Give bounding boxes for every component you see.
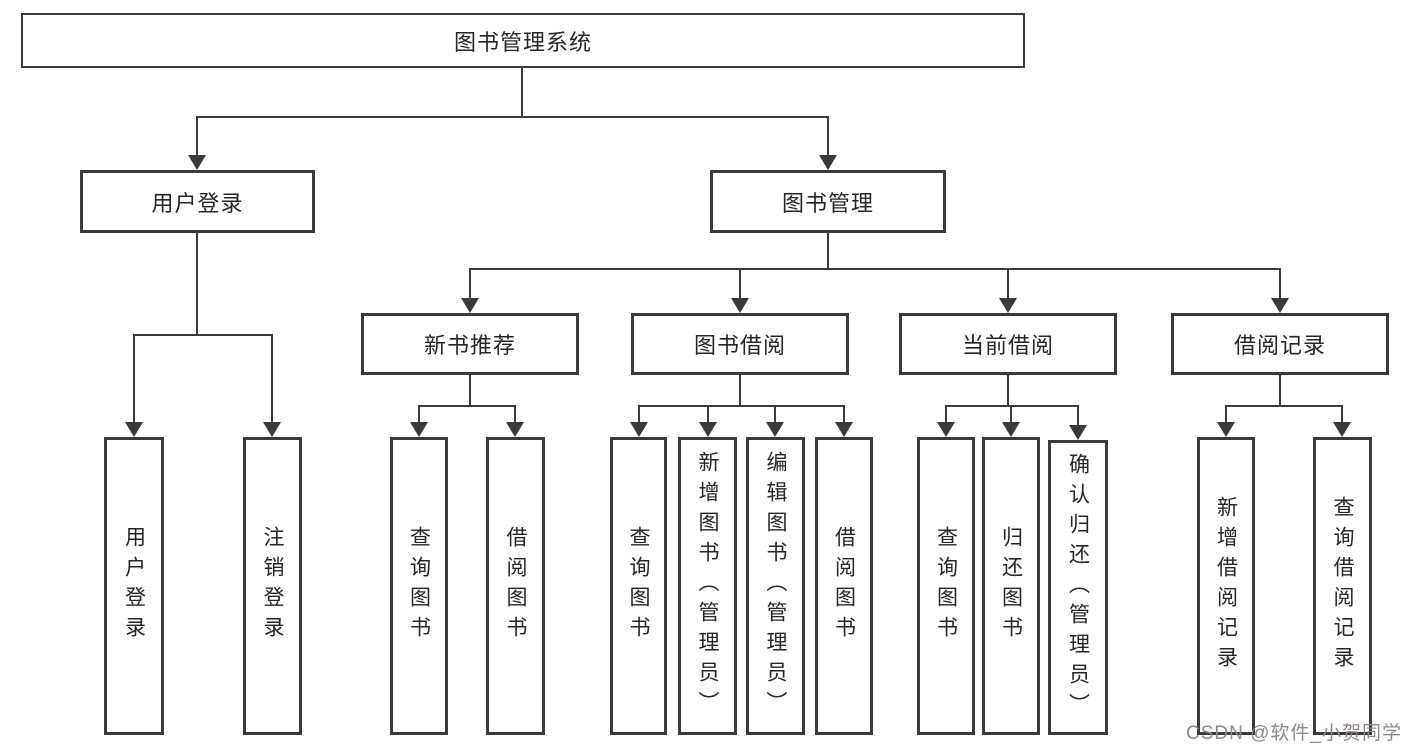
connector-horizontal <box>196 116 829 118</box>
leaf-logout: 注销登录 <box>243 437 302 735</box>
leaf-label: 查询借阅记录 <box>1331 496 1354 676</box>
leaf-label: 用户登录 <box>122 526 146 646</box>
node-new-book-recommendation: 新书推荐 <box>361 313 579 375</box>
leaf-add-borrow-record: 新增借阅记录 <box>1197 437 1255 735</box>
leaf-query-books: 查询图书 <box>917 437 975 735</box>
arrow-down <box>835 405 853 437</box>
arrow-down <box>1069 405 1087 440</box>
leaf-query-books: 查询图书 <box>610 437 667 735</box>
leaf-label: 查询图书 <box>627 526 650 646</box>
arrow-down <box>1002 405 1020 437</box>
leaf-return-books: 归还图书 <box>982 437 1040 735</box>
arrow-down <box>1217 405 1235 437</box>
arrow-down <box>1271 268 1289 313</box>
leaf-add-books-admin: 新增图书（管理员） <box>678 437 737 735</box>
arrow-down <box>819 116 837 170</box>
leaf-label: 确认归还（管理员） <box>1066 452 1090 723</box>
connector-vertical <box>1279 375 1281 407</box>
node-label: 用户登录 <box>151 190 244 216</box>
arrow-down <box>699 405 717 437</box>
leaf-label: 查询图书 <box>934 526 958 646</box>
arrow-down <box>937 405 955 437</box>
leaf-label: 查询图书 <box>407 526 431 646</box>
leaf-label: 借阅图书 <box>504 526 527 646</box>
leaf-label: 新增借阅记录 <box>1214 496 1238 676</box>
leaf-label: 借阅图书 <box>832 526 856 646</box>
node-label: 借阅记录 <box>1233 333 1326 358</box>
leaf-borrow-books: 借阅图书 <box>486 437 545 735</box>
arrow-down <box>410 405 428 437</box>
leaf-user-login: 用户登录 <box>104 437 164 735</box>
connector-horizontal <box>133 334 273 336</box>
arrow-down <box>188 116 206 170</box>
leaf-borrow-books: 借阅图书 <box>815 437 873 735</box>
node-label: 图书管理 <box>781 190 874 216</box>
leaf-label: 注销登录 <box>261 526 284 646</box>
arrow-down <box>125 334 143 437</box>
leaf-label: 新增图书（管理员） <box>696 451 719 721</box>
node-label: 图书管理系统 <box>453 29 592 55</box>
node-user-login: 用户登录 <box>80 170 315 233</box>
csdn-watermark: CSDN @软件_小贺同学 <box>1186 723 1402 744</box>
node-borrowing-records: 借阅记录 <box>1171 313 1389 375</box>
connector-vertical <box>469 375 471 407</box>
connector-horizontal <box>418 405 516 407</box>
leaf-query-books: 查询图书 <box>390 437 448 735</box>
arrow-down <box>766 405 784 437</box>
node-label: 当前借阅 <box>961 333 1054 358</box>
connector-vertical <box>739 375 741 407</box>
arrow-down <box>630 405 648 437</box>
arrow-down <box>999 268 1017 313</box>
connector-vertical <box>521 68 523 117</box>
arrow-down <box>263 334 281 437</box>
leaf-label: 编辑图书（管理员） <box>764 451 787 721</box>
node-book-management: 图书管理 <box>710 170 946 233</box>
connector-horizontal <box>945 405 1079 407</box>
connector-horizontal <box>638 405 845 407</box>
arrow-down <box>731 268 749 313</box>
node-label: 新书推荐 <box>423 333 516 358</box>
leaf-query-borrow-record: 查询借阅记录 <box>1313 437 1372 735</box>
arrow-down <box>506 405 524 437</box>
node-library-management-system: 图书管理系统 <box>21 13 1025 68</box>
connector-horizontal <box>469 268 1281 270</box>
connector-vertical <box>1007 375 1009 407</box>
connector-horizontal <box>1225 405 1343 407</box>
node-current-borrowing: 当前借阅 <box>899 313 1117 375</box>
connector-vertical <box>827 233 829 270</box>
arrow-down <box>461 268 479 313</box>
leaf-label: 归还图书 <box>999 526 1023 646</box>
node-book-borrowing: 图书借阅 <box>631 313 849 375</box>
leaf-edit-books-admin: 编辑图书（管理员） <box>746 437 805 735</box>
leaf-confirm-return-admin: 确认归还（管理员） <box>1048 440 1108 735</box>
arrow-down <box>1333 405 1351 437</box>
node-label: 图书借阅 <box>693 333 786 358</box>
connector-vertical <box>196 233 198 336</box>
